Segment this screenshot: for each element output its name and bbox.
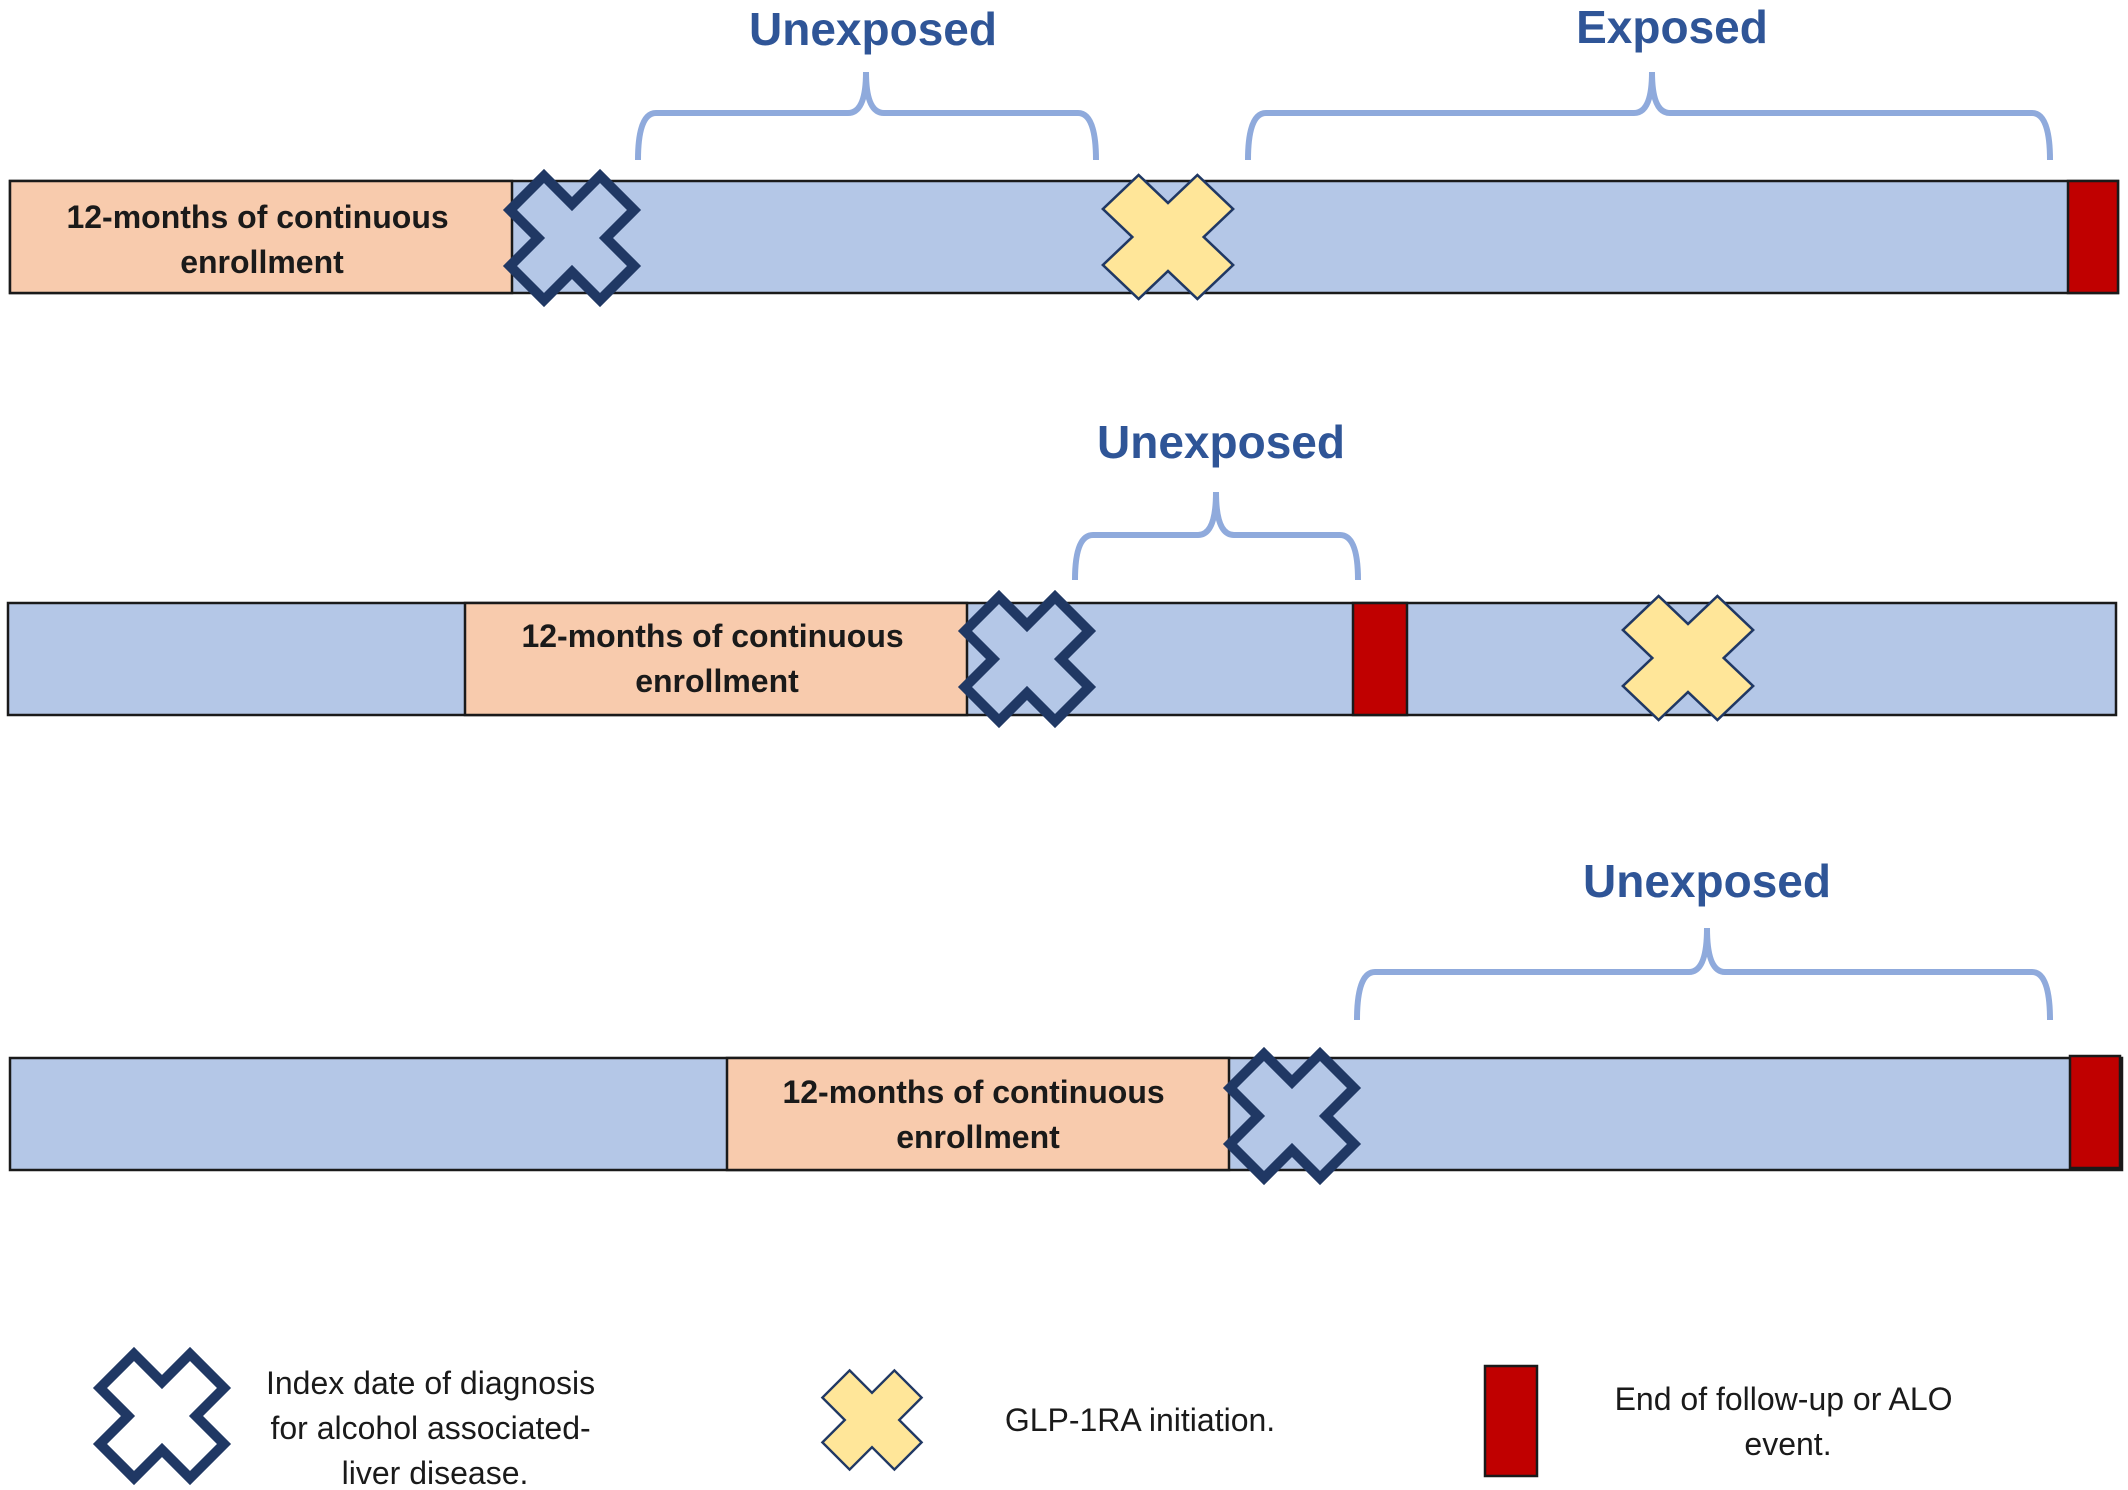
- legend-index-label: Index date of diagnosis for alcohol asso…: [266, 1365, 604, 1490]
- legend-glp-label: GLP-1RA initiation.: [1005, 1402, 1275, 1438]
- enrollment-label: 12-months of continuous enrollment: [782, 1074, 1173, 1155]
- enrollment-label: 12-months of continuous enrollment: [521, 618, 912, 699]
- unexposed-label: Unexposed: [749, 3, 997, 55]
- enrollment-segment: [463, 601, 969, 717]
- unexposed-brace: [635, 71, 1099, 161]
- legend-glp-cross-icon: [821, 1369, 923, 1471]
- timeline-row-3: 12-months of continuous enrollment Unexp…: [8, 855, 2124, 1178]
- legend-end-marker: [1483, 1364, 1539, 1478]
- end-event-marker: [2066, 179, 2120, 295]
- legend-end-label: End of follow-up or ALO event.: [1615, 1381, 1962, 1462]
- unexposed-label: Unexposed: [1097, 416, 1345, 468]
- enrollment-segment: [8, 179, 514, 295]
- timeline-row-2: 12-months of continuous enrollment Unexp…: [6, 416, 2118, 721]
- exposed-label: Exposed: [1576, 1, 1768, 53]
- exposed-brace: [1245, 71, 2053, 161]
- end-event-marker: [1351, 601, 1409, 717]
- unexposed-label: Unexposed: [1583, 855, 1831, 907]
- unexposed-brace: [1072, 491, 1361, 581]
- legend-index-cross-icon: [100, 1354, 224, 1478]
- enrollment-segment: [725, 1056, 1231, 1172]
- legend: Index date of diagnosis for alcohol asso…: [100, 1354, 1962, 1490]
- enrollment-label: 12-months of continuous enrollment: [66, 199, 457, 280]
- end-event-marker: [2068, 1054, 2122, 1170]
- timeline-row-1: 12-months of continuous enrollment Unexp…: [8, 1, 2120, 300]
- unexposed-brace: [1354, 927, 2053, 1021]
